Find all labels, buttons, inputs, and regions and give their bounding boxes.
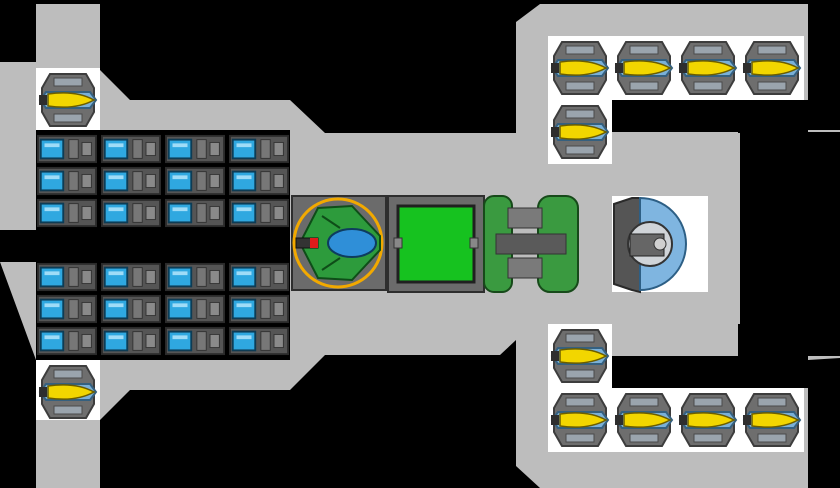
thruster-icon[interactable]	[614, 41, 673, 95]
battery-cell-icon	[36, 262, 98, 292]
battery-cell-icon	[228, 166, 290, 196]
thruster-icon[interactable]	[550, 41, 609, 95]
battery-cell-icon	[228, 294, 290, 324]
battery-bank-upper	[36, 134, 290, 228]
battery-cell-icon	[164, 326, 226, 356]
battery-bank-lower	[36, 262, 290, 356]
battery-cell-icon	[36, 166, 98, 196]
battery-cell-icon	[100, 198, 162, 228]
thruster-icon[interactable]	[678, 41, 737, 95]
battery-cell-icon	[36, 294, 98, 324]
shield-generator-icon	[613, 196, 687, 294]
cockpit-module[interactable]	[291, 195, 387, 291]
battery-cell-icon	[100, 294, 162, 324]
fuel-tank-icon	[483, 195, 579, 293]
battery-cell-icon	[228, 134, 290, 164]
battery-cell-icon	[228, 262, 290, 292]
battery-cell-icon	[100, 262, 162, 292]
thruster-icon[interactable]	[550, 105, 609, 159]
battery-cell-icon	[164, 134, 226, 164]
thruster-icon[interactable]	[742, 41, 801, 95]
cockpit-icon	[295, 204, 381, 282]
thruster-icon[interactable]	[678, 393, 737, 447]
battery-cell-icon	[164, 198, 226, 228]
thruster-icon[interactable]	[614, 393, 673, 447]
cargo-hatch-icon	[393, 237, 479, 249]
thruster-icon[interactable]	[38, 73, 97, 127]
battery-cell-icon	[36, 134, 98, 164]
battery-cell-icon	[228, 326, 290, 356]
thruster-icon[interactable]	[38, 365, 97, 419]
battery-cell-icon	[100, 166, 162, 196]
battery-cell-icon	[36, 326, 98, 356]
battery-cell-icon	[228, 198, 290, 228]
battery-cell-icon	[36, 198, 98, 228]
battery-cell-icon	[164, 262, 226, 292]
shield-module[interactable]	[613, 196, 687, 294]
fuel-tank-module[interactable]	[483, 195, 579, 293]
battery-cell-icon	[100, 134, 162, 164]
cargo-module[interactable]	[387, 195, 485, 293]
battery-cell-icon	[164, 294, 226, 324]
thruster-icon[interactable]	[550, 329, 609, 383]
battery-cell-icon	[164, 166, 226, 196]
thruster-icon[interactable]	[742, 393, 801, 447]
battery-cell-icon	[100, 326, 162, 356]
thruster-icon[interactable]	[550, 393, 609, 447]
